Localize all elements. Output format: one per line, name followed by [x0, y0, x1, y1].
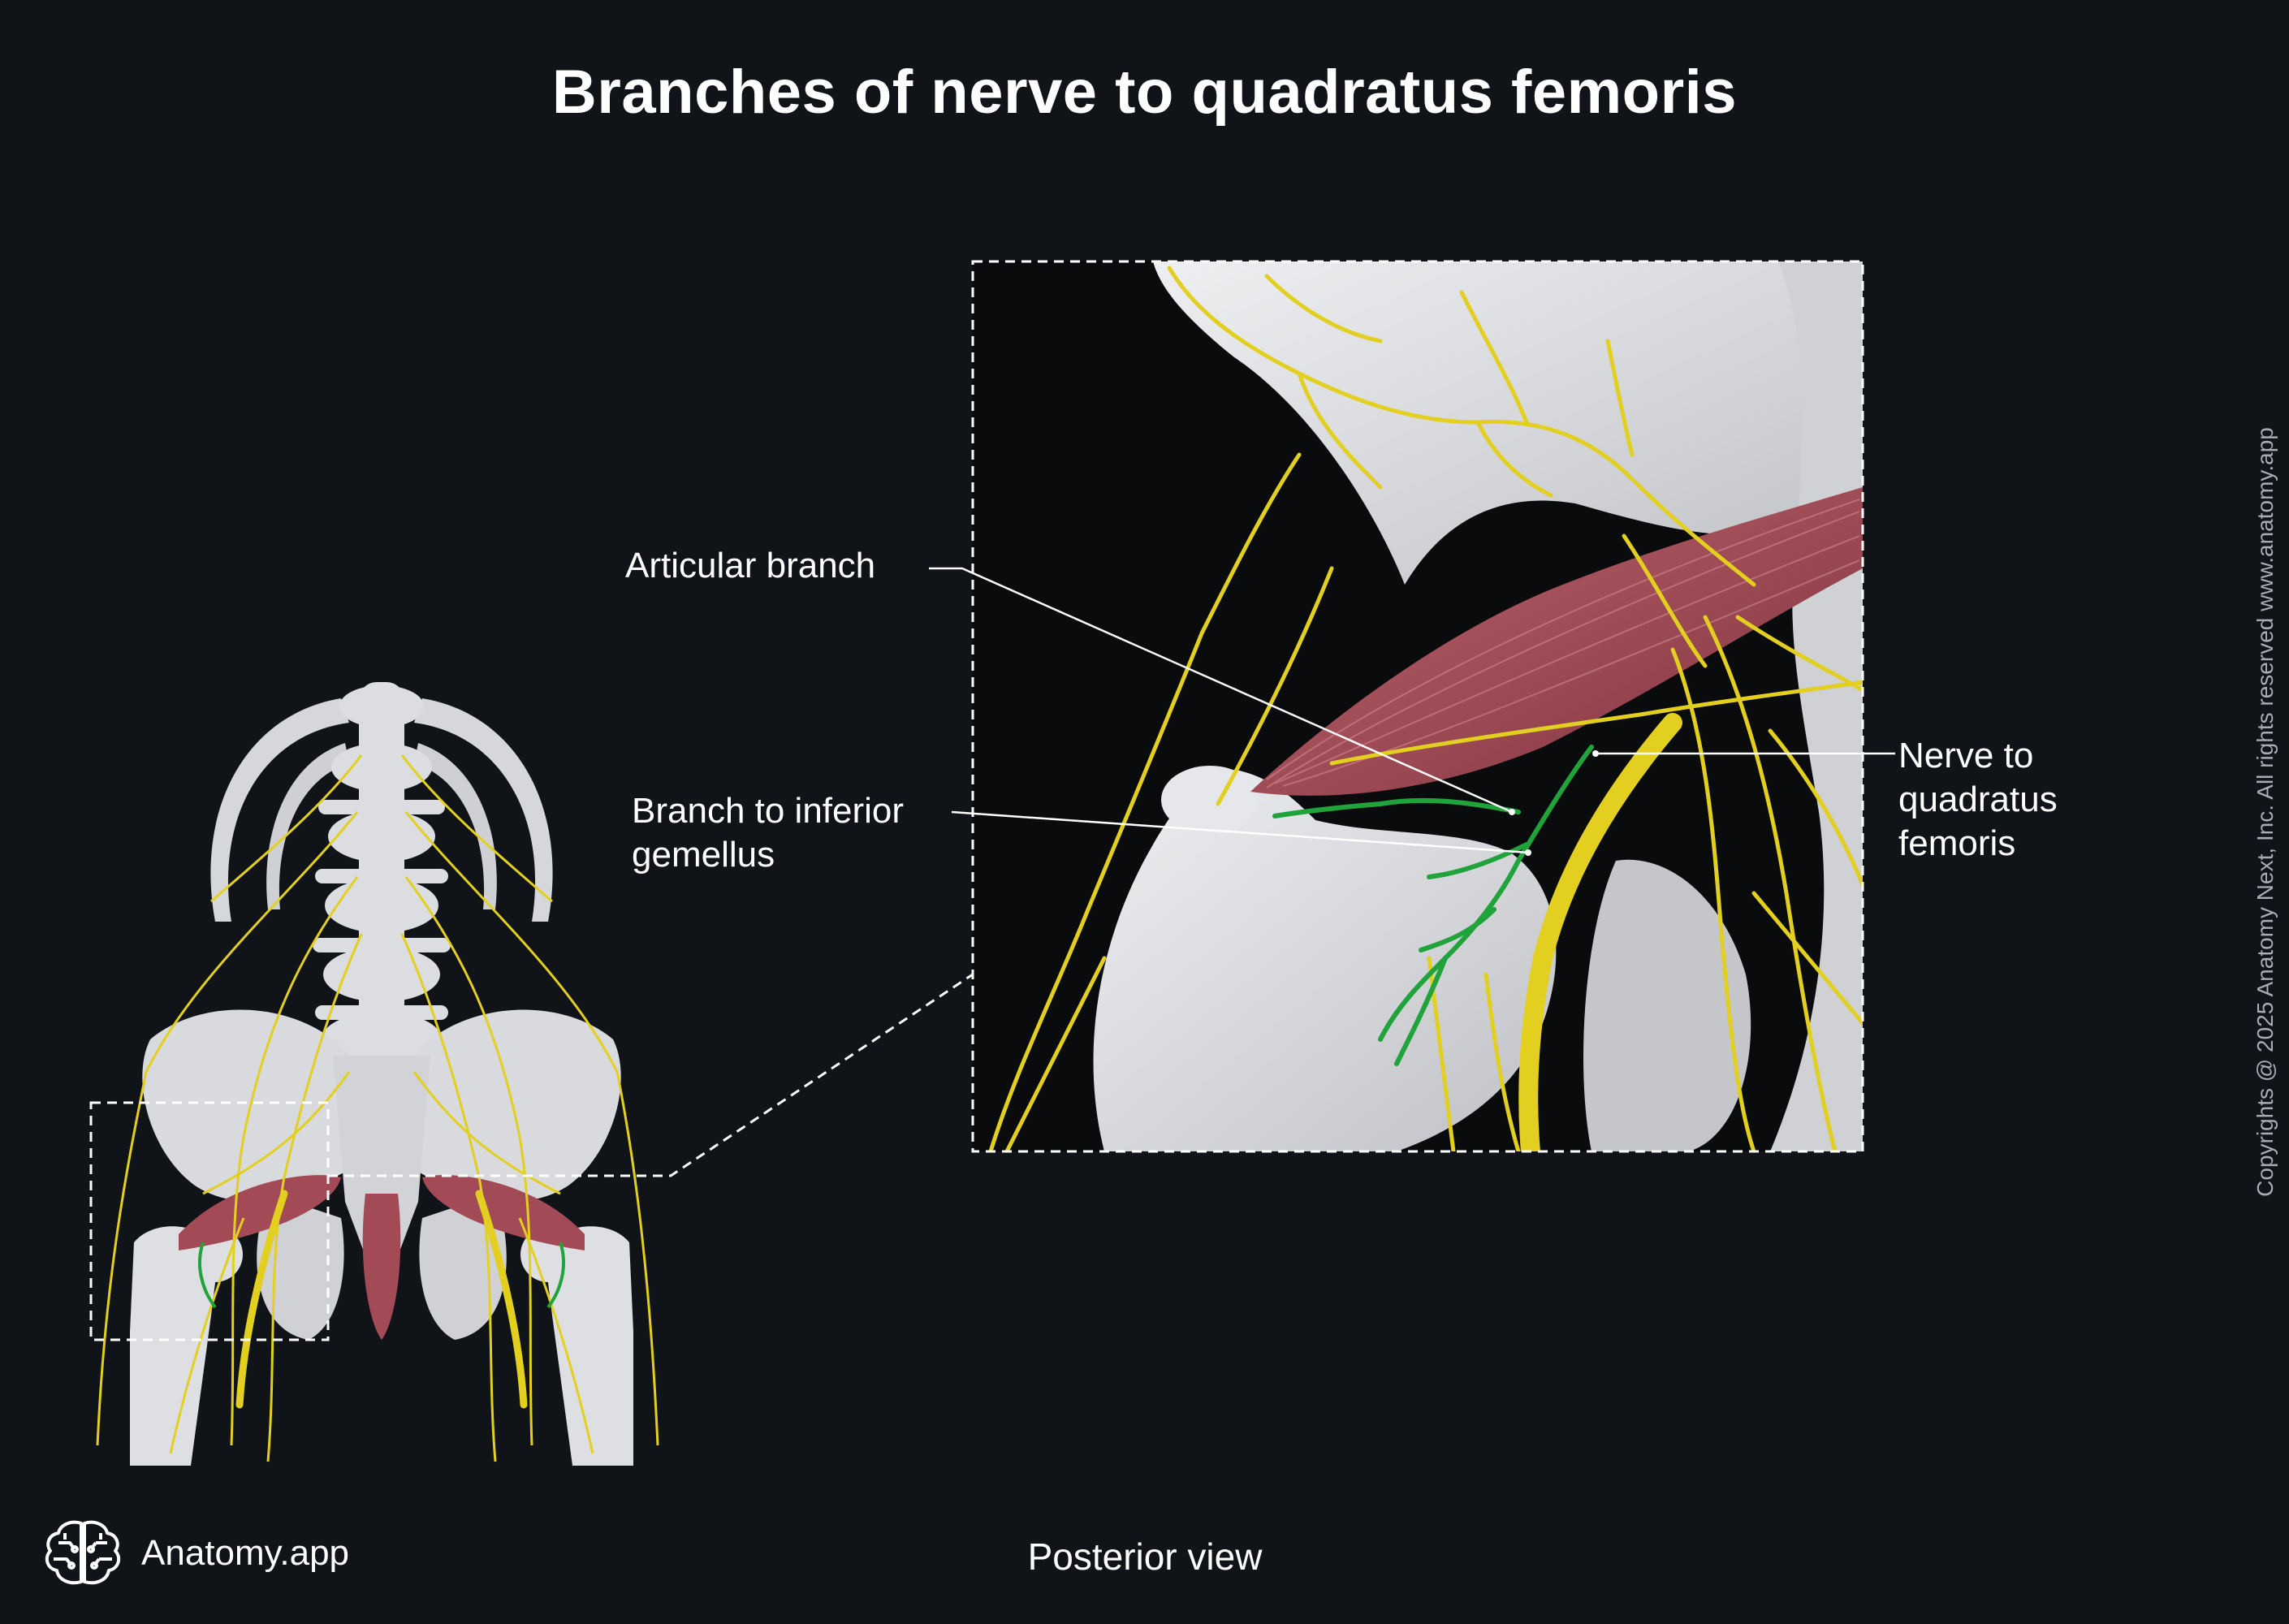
overview-figure: [89, 682, 659, 1466]
sacrum: [333, 1056, 430, 1299]
page-title: Branches of nerve to quadratus femoris: [551, 58, 1738, 127]
label-branch-to-inferior-gemellus: Branch to inferior gemellus: [632, 789, 904, 877]
brand: Anatomy.app: [42, 1517, 349, 1590]
label-gemellus-line1: Branch to inferior: [632, 791, 905, 831]
green-branches: [1272, 745, 1594, 1066]
label-articular-text: Articular branch: [625, 546, 876, 585]
zoom-frame: [971, 260, 1864, 1153]
brand-name: Anatomy.app: [141, 1533, 350, 1573]
left-rib: [210, 698, 349, 922]
leader-articular: [929, 567, 1513, 814]
leader-gemellus: [951, 810, 1529, 854]
left-muscle: [179, 1175, 341, 1250]
zoom-region-box: [89, 1101, 330, 1341]
label-nerve-to-quadratus-femoris: Nerve to quadratus femoris: [1898, 734, 2058, 866]
overview-green-branch: [197, 1242, 217, 1309]
overview-nerves: [96, 754, 659, 1462]
zoomed-thick-nerve: [1518, 713, 1682, 1151]
quadratus-femoris-muscle: [1250, 487, 1863, 796]
label-gemellus-line2: gemellus: [632, 835, 775, 875]
femora: [130, 1226, 633, 1466]
overview-green-branch-right: [546, 1242, 566, 1309]
zoomed-view: [973, 261, 1863, 1151]
ischial-tuberosity: [1583, 859, 1751, 1151]
copyright-notice: Copyrights @ 2025 Anatomy Next, Inc. All…: [2252, 427, 2278, 1197]
leader-lines: [929, 567, 1895, 854]
zoom-connector: [328, 973, 974, 1177]
left-ischium: [257, 1194, 344, 1340]
label-articular-branch: Articular branch: [625, 544, 875, 588]
label-nerve-line3: femoris: [1898, 823, 2016, 863]
right-rib: [414, 698, 553, 922]
overview-thick-nerves: [235, 1190, 528, 1409]
zoomed-thin-nerves: [988, 266, 1863, 1151]
lumbar-vertebrae: [313, 682, 451, 1088]
right-bone-mass: [1770, 261, 1863, 1151]
label-nerve-line1: Nerve to: [1898, 736, 2034, 775]
right-ischium: [419, 1194, 507, 1340]
view-label: Posterior view: [1027, 1535, 1263, 1578]
label-nerve-line2: quadratus: [1898, 780, 2058, 819]
brain-logo-icon: [45, 1520, 121, 1585]
coccyx-muscle: [362, 1194, 401, 1340]
muscle-fibers: [1266, 499, 1860, 788]
leader-dots: [1509, 750, 1599, 856]
right-muscle: [422, 1175, 585, 1250]
